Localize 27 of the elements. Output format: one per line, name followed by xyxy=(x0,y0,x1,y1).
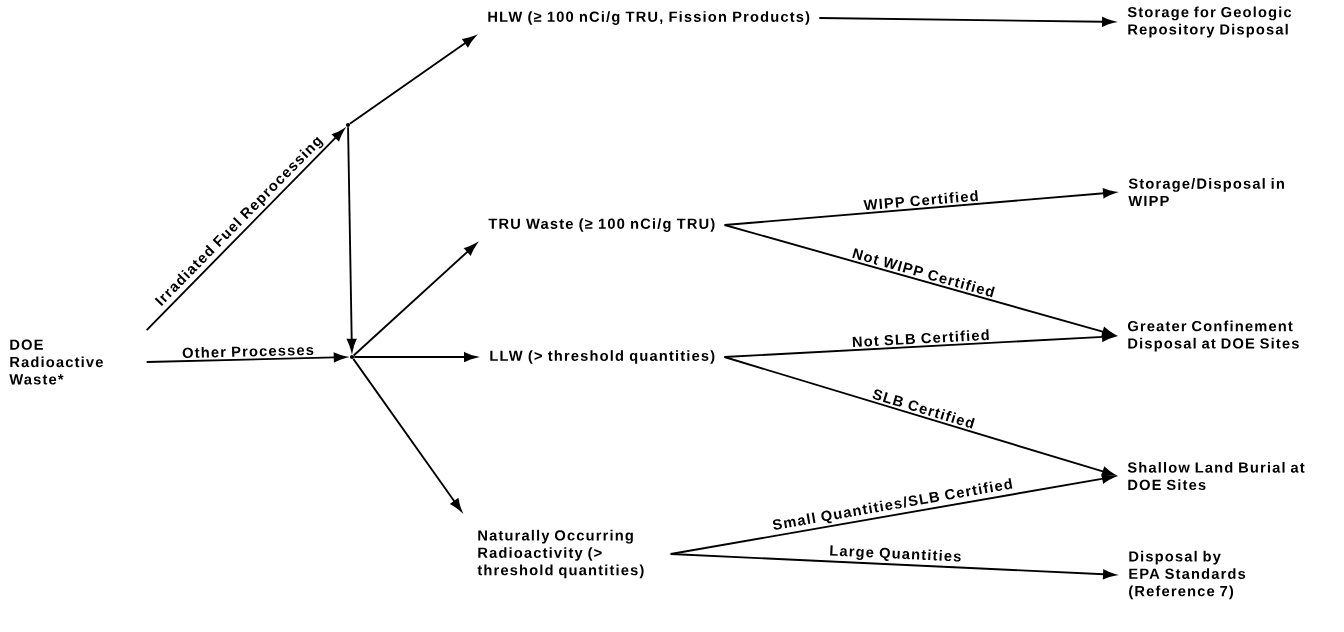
arrow xyxy=(145,128,345,332)
node-label: Shallow Land Burial at DOE Sites xyxy=(1127,461,1305,491)
arrow xyxy=(145,352,347,363)
arrow xyxy=(352,243,477,357)
node-label: TRU Waste (≥ 100 nCi/g TRU) xyxy=(488,218,715,232)
edge-label: Large Quantities xyxy=(827,543,963,567)
arrow xyxy=(353,352,477,362)
arrow xyxy=(723,224,1115,337)
arrow xyxy=(723,188,1116,226)
arrow xyxy=(352,357,462,512)
node-label: DOE Radioactive Waste* xyxy=(9,339,103,385)
node-label: LLW (> threshold quantities) xyxy=(490,350,715,364)
node-label: Naturally Occurring Radioactivity (> threshold quantities) xyxy=(477,529,644,579)
arrow xyxy=(723,356,1115,477)
arrow xyxy=(723,332,1115,358)
edge-label: Other Processes xyxy=(180,342,316,360)
edge-label: Not SLB Certified xyxy=(850,327,992,349)
arrow xyxy=(346,126,357,352)
edge-label: WIPP Certified xyxy=(861,188,981,212)
node-label: Greater Confinement Disposal at DOE Sites xyxy=(1127,320,1299,352)
arrow xyxy=(348,35,476,125)
node-label: Storage/Disposal in WIPP xyxy=(1128,178,1284,206)
node-label: Storage for Geologic Repository Disposal xyxy=(1127,6,1292,38)
node-label: HLW (≥ 100 nCi/g TRU, Fission Products) xyxy=(488,11,810,25)
arrow xyxy=(818,17,1115,27)
node-label: Disposal by EPA Standards (Reference 7) xyxy=(1129,550,1246,600)
arrow xyxy=(669,553,1116,580)
